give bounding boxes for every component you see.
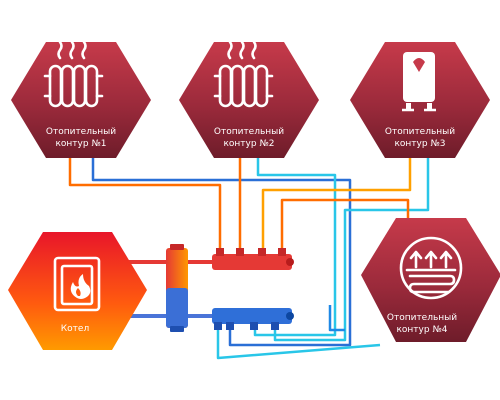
circuit-3-label-line2: контур №3 xyxy=(394,139,445,149)
circuit-3-label-line1: Отопительный xyxy=(385,127,455,137)
pipe-return-circuit-2 xyxy=(253,158,337,337)
pipe-supply-circuit-1 xyxy=(68,158,222,255)
pipe-supply-circuit-3 xyxy=(261,158,412,255)
underfloor-heating-icon xyxy=(399,236,463,300)
water-heater-icon xyxy=(402,52,436,112)
circuit-2-label-line2: контур №2 xyxy=(223,139,274,149)
hydraulic-separator xyxy=(166,244,188,332)
pipes xyxy=(68,158,430,360)
circuit-2-label-line1: Отопительный xyxy=(214,127,284,137)
circuit-4-label-line1: Отопительный xyxy=(387,313,457,323)
boiler-node: Котел xyxy=(8,232,147,350)
circuit-1-hexagon xyxy=(11,42,151,158)
pipe-supply-circuit-4 xyxy=(280,198,410,255)
boiler-label: Котел xyxy=(61,324,89,334)
circuit-1-label-line1: Отопительный xyxy=(46,127,116,137)
radiator-icon xyxy=(213,40,274,108)
circuit-1-node: Отопительный контур №1 xyxy=(11,40,151,158)
circuit-4-node: Отопительный контур №4 xyxy=(361,218,500,342)
circuit-1-label-line2: контур №1 xyxy=(55,139,106,149)
pipe-return-circuit-3 xyxy=(273,158,430,342)
circuit-4-hexagon xyxy=(361,218,500,342)
circuit-2-node: Отопительный контур №2 xyxy=(179,40,319,158)
pipe-return-circuit-1 xyxy=(91,158,352,347)
circuit-4-label-line2: контур №4 xyxy=(396,325,447,335)
pipe-return-circuit-4 xyxy=(328,305,345,332)
circuit-3-node: Отопительный контур №3 xyxy=(350,42,490,158)
boiler-flame-icon xyxy=(53,256,101,312)
circuit-2-hexagon xyxy=(179,42,319,158)
return-manifold xyxy=(212,308,294,330)
supply-manifold xyxy=(212,248,294,270)
radiator-icon xyxy=(43,40,104,108)
pipe-return-circuit-4b xyxy=(216,318,381,360)
